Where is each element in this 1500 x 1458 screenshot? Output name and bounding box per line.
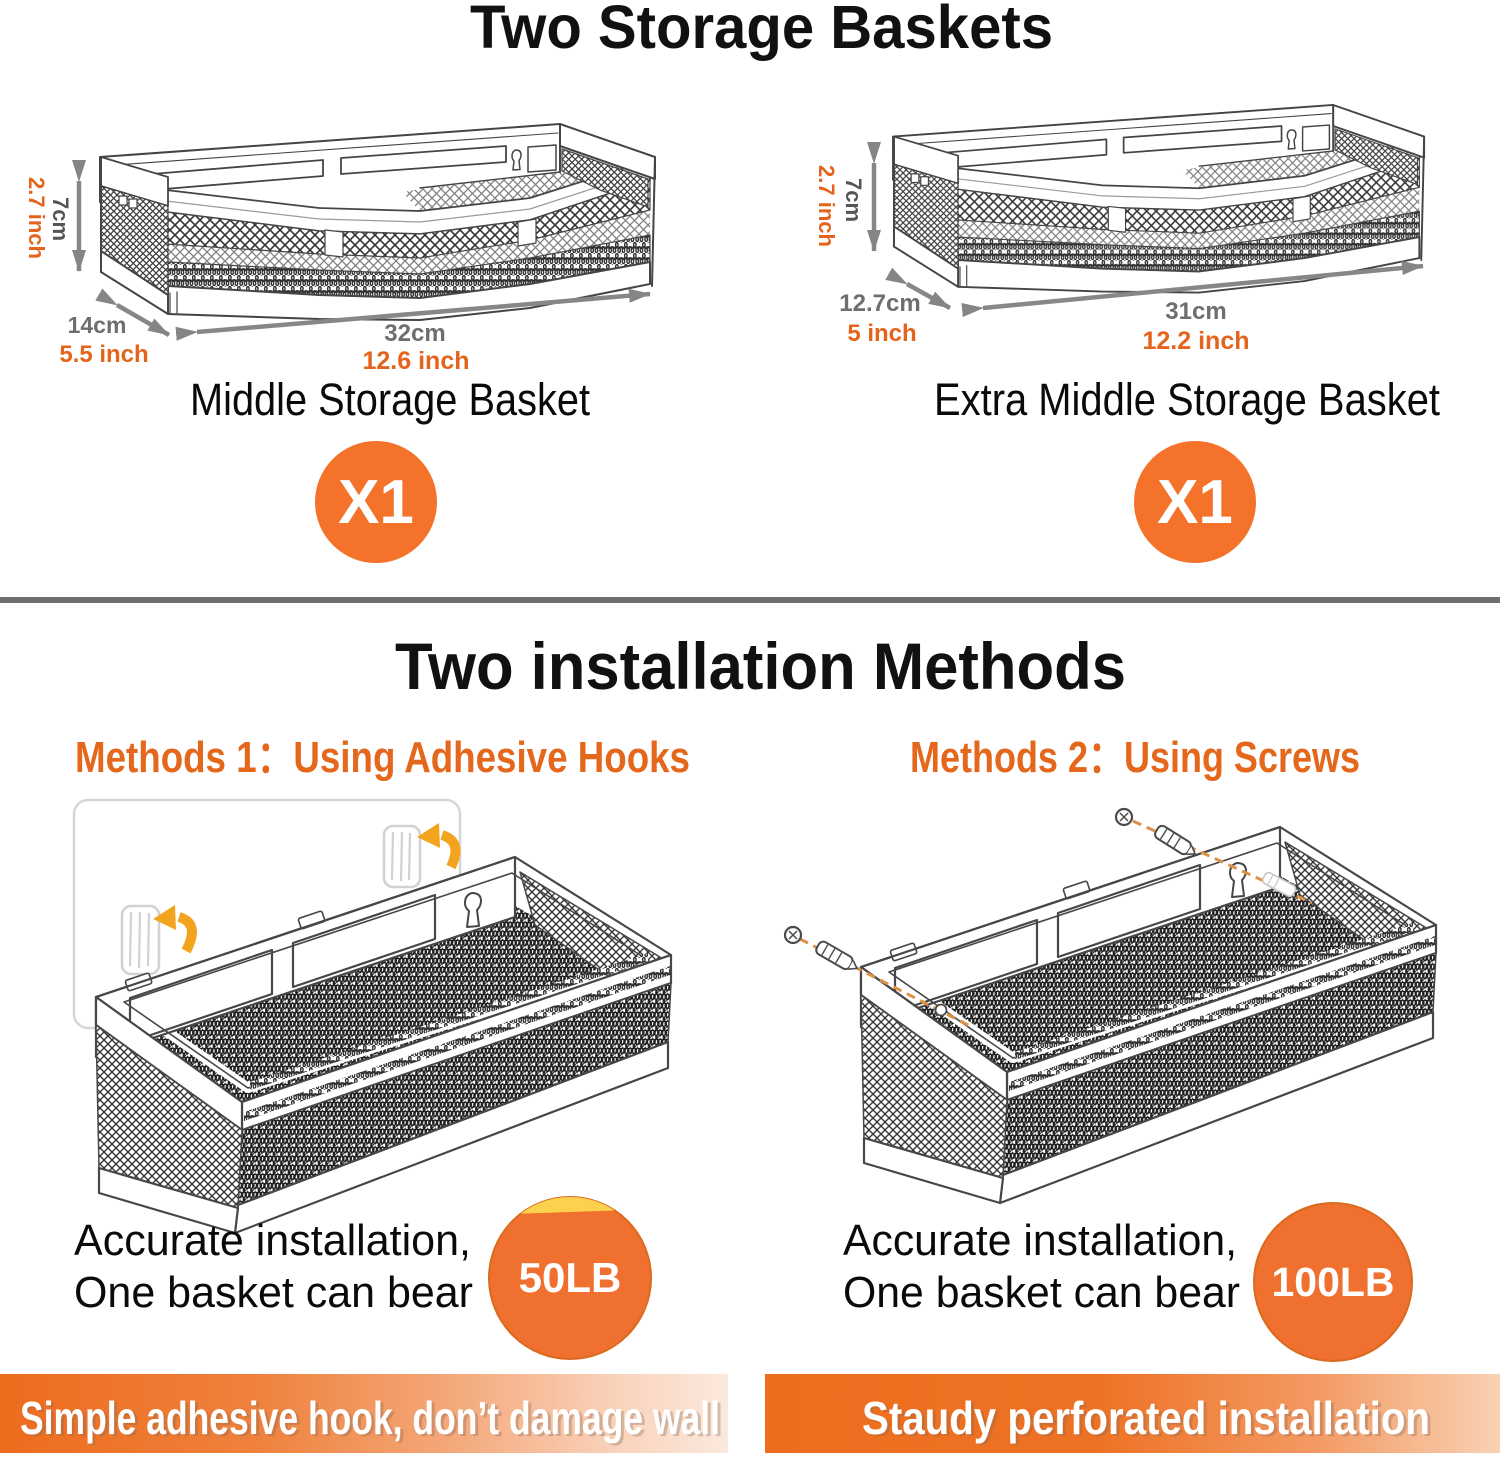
svg-text:2.7 inch: 2.7 inch — [814, 165, 839, 247]
svg-text:32cm: 32cm — [384, 320, 445, 347]
svg-text:One basket can bear: One basket can bear — [74, 1268, 473, 1317]
svg-text:7cm: 7cm — [841, 178, 866, 222]
svg-text:Middle Storage Basket: Middle Storage Basket — [190, 374, 590, 425]
svg-text:100LB: 100LB — [1271, 1259, 1394, 1305]
svg-text:X1: X1 — [1157, 468, 1233, 537]
svg-text:One basket can bear: One basket can bear — [843, 1268, 1240, 1317]
svg-text:Extra Middle Storage Basket: Extra Middle Storage Basket — [934, 374, 1440, 425]
svg-text:5 inch: 5 inch — [847, 320, 916, 347]
svg-text:50LB: 50LB — [519, 1254, 622, 1301]
svg-text:12.7cm: 12.7cm — [839, 290, 920, 317]
svg-text:7cm: 7cm — [48, 197, 73, 241]
svg-text:14cm: 14cm — [68, 312, 127, 338]
svg-text:Accurate installation,: Accurate installation, — [74, 1216, 471, 1265]
svg-text:12.2 inch: 12.2 inch — [1143, 327, 1250, 355]
svg-text:2.7 inch: 2.7 inch — [24, 177, 49, 259]
svg-text:Methods 2：Using Screws: Methods 2：Using Screws — [910, 733, 1360, 782]
svg-text:X1: X1 — [338, 468, 414, 537]
svg-text:Staudy perforated installation: Staudy perforated installation — [862, 1392, 1430, 1444]
svg-text:Accurate installation,: Accurate installation, — [843, 1216, 1237, 1265]
svg-text:5.5 inch: 5.5 inch — [59, 341, 148, 368]
svg-text:Two installation Methods: Two installation Methods — [395, 629, 1126, 703]
svg-text:Simple adhesive hook, don’t da: Simple adhesive hook, don’t damage wall — [23, 1394, 723, 1446]
svg-text:Staudy perforated installation: Staudy perforated installation — [865, 1394, 1433, 1446]
svg-text:Two Storage Baskets: Two Storage Baskets — [470, 0, 1053, 61]
svg-text:12.6 inch: 12.6 inch — [363, 347, 470, 375]
svg-text:31cm: 31cm — [1165, 298, 1226, 325]
svg-text:Simple adhesive hook, don’t da: Simple adhesive hook, don’t damage wall — [20, 1392, 720, 1444]
svg-text:Methods 1：Using Adhesive Hooks: Methods 1：Using Adhesive Hooks — [75, 733, 690, 782]
